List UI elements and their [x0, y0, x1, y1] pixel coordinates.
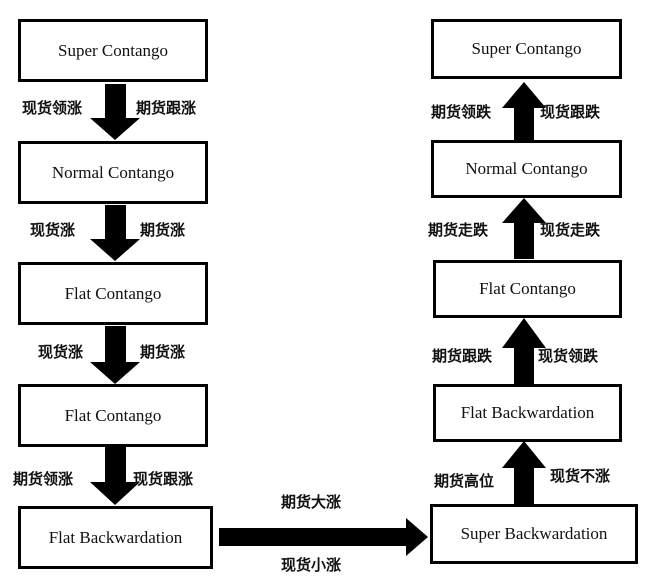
right-arrow-1-left-label: 期货领跌 — [431, 103, 492, 121]
right-box-4: Flat Backwardation — [433, 384, 622, 442]
right-arrow-2-right-label: 现货走跌 — [540, 221, 601, 239]
left-arrow-3-right-label: 期货涨 — [140, 343, 186, 361]
left-arrow-3-left-label: 现货涨 — [38, 343, 84, 361]
connector-bottom-label: 现货小涨 — [281, 556, 342, 574]
left-arrow-2-right-label: 期货涨 — [140, 221, 186, 239]
right-arrow-2-left-label: 期货走跌 — [428, 221, 489, 239]
down-arrow-4 — [90, 447, 140, 505]
right-arrow-4-right-label: 现货不涨 — [550, 467, 611, 485]
down-arrow-1 — [90, 84, 140, 140]
left-box-1: Super Contango — [18, 19, 208, 82]
right-arrow-3-right-label: 现货领跌 — [538, 347, 599, 365]
up-arrow-1 — [502, 82, 546, 140]
left-arrow-1-right-label: 期货跟涨 — [136, 99, 197, 117]
left-box-5: Flat Backwardation — [18, 506, 213, 569]
right-box-3: Flat Contango — [433, 260, 622, 318]
right-box-1: Super Contango — [431, 19, 622, 79]
left-box-2: Normal Contango — [18, 141, 208, 204]
down-arrow-2 — [90, 205, 140, 261]
left-box-3: Flat Contango — [18, 262, 208, 325]
left-arrow-4-right-label: 现货跟涨 — [133, 470, 194, 488]
left-arrow-4-left-label: 期货领涨 — [13, 470, 74, 488]
right-arrow-1-right-label: 现货跟跌 — [540, 103, 601, 121]
up-arrow-4 — [502, 441, 546, 504]
left-arrow-1-left-label: 现货领涨 — [22, 99, 83, 117]
up-arrow-2 — [502, 198, 546, 259]
up-arrow-3 — [502, 318, 546, 384]
right-box-2: Normal Contango — [431, 140, 622, 198]
left-arrow-2-left-label: 现货涨 — [30, 221, 76, 239]
right-box-5: Super Backwardation — [430, 504, 638, 564]
connector-top-label: 期货大涨 — [281, 493, 342, 511]
right-arrow-4-left-label: 期货高位 — [434, 472, 495, 490]
right-arrow-3-left-label: 期货跟跌 — [432, 347, 493, 365]
left-box-4: Flat Contango — [18, 384, 208, 447]
down-arrow-3 — [90, 326, 140, 384]
right-arrow — [219, 518, 428, 556]
